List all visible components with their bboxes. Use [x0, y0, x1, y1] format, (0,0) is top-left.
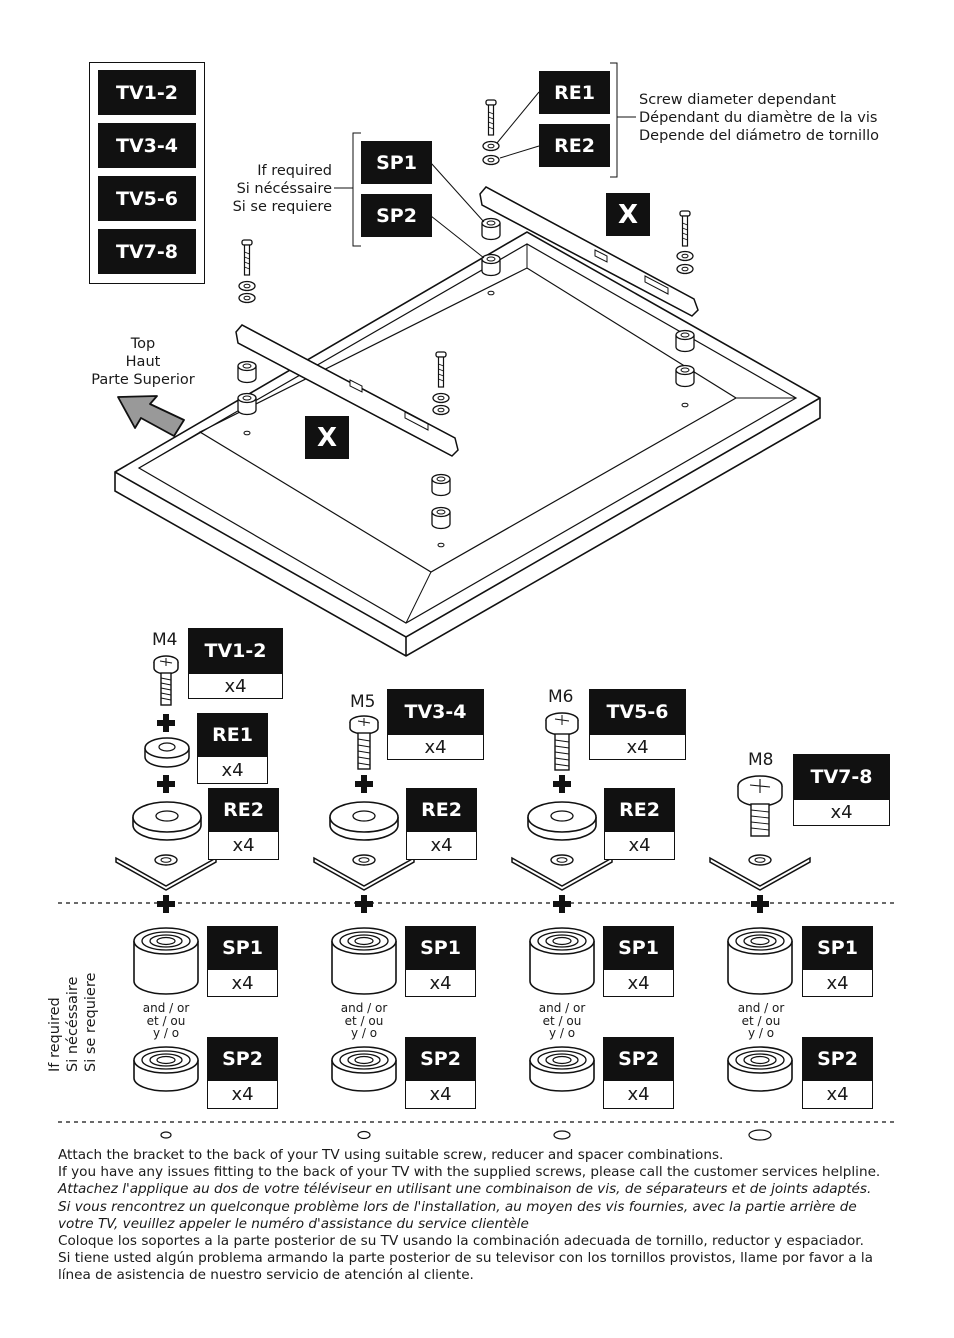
kit-re2-qty: x4	[604, 831, 675, 860]
bracket-marker-x: X	[305, 416, 349, 459]
bracket-left	[235, 324, 459, 457]
kit-tv-label: TV3-4	[387, 689, 484, 734]
kit-sp2-label: SP2	[603, 1037, 674, 1080]
re2-label: RE2	[539, 124, 610, 167]
kit-sp2-qty: x4	[207, 1080, 278, 1109]
bracket-right	[479, 186, 699, 317]
screw-size-label: M5	[350, 692, 376, 712]
note-line-es: Depende del diámetro de tornillo	[639, 128, 880, 144]
tv-group-label: TV1-2	[98, 70, 196, 115]
instruction-en-2: If you have any issues fitting to the ba…	[58, 1164, 881, 1181]
kit-sp1-label: SP1	[802, 926, 873, 969]
instruction-fr-1: Attachez l'applique au dos de votre télé…	[58, 1181, 872, 1198]
kit-sp2-qty: x4	[802, 1080, 873, 1109]
kit-sp2-label: SP2	[207, 1037, 278, 1080]
tv-panel	[114, 231, 821, 657]
tv-group-label: TV3-4	[98, 123, 196, 168]
kit-re2-qty: x4	[406, 831, 477, 860]
tv-group-label: TV5-6	[98, 176, 196, 221]
kit-sp2-label: SP2	[405, 1037, 476, 1080]
sp2-spacer-icon	[133, 1046, 199, 1092]
kit-sp1-qty: x4	[405, 969, 476, 997]
note-line-en: If required	[257, 163, 332, 179]
screw-m4-icon	[153, 655, 179, 706]
kit-sp2-qty: x4	[603, 1080, 674, 1109]
bracket-marker-x: X	[606, 193, 650, 236]
kit-tv-label: TV7-8	[793, 754, 890, 799]
instruction-fr-2: Si vous rencontrez un quelconque problèm…	[58, 1198, 857, 1215]
re2-washer-icon	[132, 801, 202, 841]
kit-re1-qty: x4	[197, 756, 268, 784]
kit-sp2-label: SP2	[802, 1037, 873, 1080]
stack-top-right	[481, 99, 501, 296]
note-line-es: Si se requiere	[83, 972, 99, 1072]
sp1-label: SP1	[361, 141, 432, 184]
kit-sp1-label: SP1	[207, 926, 278, 969]
if-required-note: If required Si nécéssaire Si se requiere	[222, 162, 332, 216]
stack-top-left	[237, 239, 257, 436]
screw-size-label: M6	[548, 687, 574, 707]
stack-bottom-right	[675, 210, 695, 408]
kit-tv-label: TV5-6	[589, 689, 686, 734]
kit-sp1-label: SP1	[405, 926, 476, 969]
kit-re2-label: RE2	[208, 788, 279, 831]
note-line-es: Si se requiere	[232, 199, 332, 215]
instruction-es-2: Si tiene usted algún problema armando la…	[58, 1250, 873, 1267]
re1-washer-icon	[144, 737, 190, 768]
kit-tv-label: TV1-2	[188, 628, 283, 673]
screw-m5-icon	[349, 715, 379, 770]
kit-qty: x4	[387, 734, 484, 760]
top-arrow-icon	[117, 395, 185, 437]
kit-re1-label: RE1	[197, 713, 268, 756]
kit-qty: x4	[188, 673, 283, 699]
instructions: Attach the bracket to the back of your T…	[58, 1147, 918, 1285]
tv-group-label: TV7-8	[98, 229, 196, 274]
sp2-label: SP2	[361, 194, 432, 237]
kit-sp1-qty: x4	[207, 969, 278, 997]
kit-sp2-qty: x4	[405, 1080, 476, 1109]
sp1-spacer-icon	[133, 927, 199, 995]
instruction-es-1: Coloque los soportes a la parte posterio…	[58, 1233, 864, 1250]
screw-size-label: M4	[152, 630, 178, 650]
note-line-en: Screw diameter dependant	[639, 92, 836, 108]
screw-m6-icon	[545, 712, 579, 771]
re1-label: RE1	[539, 71, 610, 114]
note-line-es: Parte Superior	[91, 372, 195, 388]
note-line-fr: Si nécéssaire	[236, 181, 332, 197]
screw-m8-icon	[737, 775, 783, 837]
kit-qty: x4	[793, 799, 890, 826]
stack-bottom-left	[431, 351, 451, 548]
kit-sp1-qty: x4	[603, 969, 674, 997]
kit-re2-label: RE2	[604, 788, 675, 831]
kit-qty: x4	[589, 734, 686, 760]
top-direction-note: Top Haut Parte Superior	[84, 335, 202, 389]
note-line-en: If required	[47, 997, 63, 1072]
note-line-fr: Dépendant du diamètre de la vis	[639, 110, 878, 126]
instruction-es-3: línea de asistencia de nuestro servicio …	[58, 1267, 474, 1284]
kit-sp1-qty: x4	[802, 969, 873, 997]
note-line-en: Top	[130, 336, 156, 352]
note-line-fr: Si nécéssaire	[65, 976, 81, 1072]
leader-lines	[334, 62, 636, 259]
if-required-vertical-note: If required Si nécéssaire Si se requiere	[46, 942, 100, 1072]
tv-group-legend: TV1-2 TV3-4 TV5-6 TV7-8	[89, 62, 205, 284]
kit-hardware	[115, 655, 811, 1141]
screw-size-label: M8	[748, 750, 774, 770]
kit-sp1-label: SP1	[603, 926, 674, 969]
instruction-en-1: Attach the bracket to the back of your T…	[58, 1147, 724, 1163]
note-line-fr: Haut	[125, 354, 161, 370]
kit-re2-label: RE2	[406, 788, 477, 831]
screw-diameter-note: Screw diameter dependant Dépendant du di…	[639, 91, 879, 145]
instruction-fr-3: votre TV, veuillez appeler le numéro d'a…	[58, 1215, 529, 1232]
kit-re2-qty: x4	[208, 831, 279, 860]
